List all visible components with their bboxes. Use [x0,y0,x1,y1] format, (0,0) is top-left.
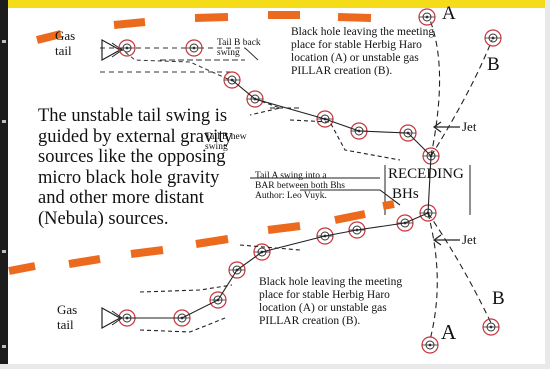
unstable-tail-caption: The unstable tail swing is guided by ext… [38,106,233,229]
jet-bottom-label: Jet [462,232,477,247]
upper-tail-chain [100,47,259,81]
lower-funnel [101,307,123,329]
jets [432,121,460,246]
gas-tail-bottom-label: Gas tail [57,302,78,332]
tail-b-back-swing-label: Tail B back swing [217,38,261,58]
chain-lines [127,79,432,333]
bhs-label: BHs [392,186,419,202]
b-top-label: B [487,54,500,75]
black-hole-bottom-caption: Black hole leaving the meeting place for… [259,276,403,327]
accent-bar [0,0,550,8]
trajectories [427,19,493,341]
a-top-label: A [442,3,456,24]
b-bottom-label: B [492,288,505,309]
right-edge [545,0,550,369]
left-edge-bar [0,0,8,369]
black-hole-top-caption: Black hole leaving the meeting place for… [291,26,435,77]
receding-label: RECEDING [388,166,464,182]
jet-top-label: Jet [462,119,477,134]
bottom-edge [0,364,550,369]
tail-b-new-swing-label: Tail B new swing [205,132,247,152]
orange-dashes [8,11,395,275]
gas-tail-top-label: Gas tail [55,28,76,58]
tail-a-swing-label: Tail A swing into a BAR between both Bhs… [255,171,345,201]
a-bottom-label: A [441,320,457,344]
